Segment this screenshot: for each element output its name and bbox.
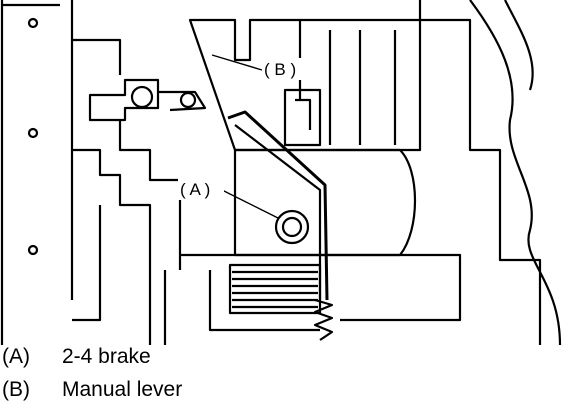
left-housing [0, 0, 74, 345]
right-housing [418, 0, 562, 345]
housing-hole [27, 244, 39, 256]
manual-valve-rod-inner [234, 124, 322, 300]
pivot-bolt [130, 85, 154, 109]
housing-hole [27, 127, 39, 139]
rod-spring [313, 298, 334, 341]
legend-text-b: Manual lever [62, 378, 183, 401]
manual-valve-rod [227, 110, 329, 301]
legend-text-a: 2-4 brake [62, 345, 151, 368]
inner-wall-left [72, 38, 152, 345]
brake-bolt-inner [281, 216, 303, 238]
callout-b: ( B ) [264, 60, 296, 79]
plate-detail [283, 88, 322, 147]
right-housing-2 [504, 0, 534, 91]
housing-hole [27, 17, 39, 29]
filter-fins [232, 270, 318, 309]
leader-b [211, 54, 263, 71]
lever-link [158, 90, 207, 112]
legend-key-a: (A) [2, 345, 30, 368]
legend-key-b: (B) [2, 378, 30, 401]
pivot-bracket [88, 78, 160, 122]
plate-ribs [298, 20, 397, 145]
legend-item-a: (A) 2-4 brake [2, 345, 151, 369]
brake-bolt-outer [274, 209, 310, 245]
transmission-valve-body-illustration: ( B ) ( A ) [0, 0, 562, 345]
leader-a [221, 189, 279, 219]
link-ring [179, 91, 197, 109]
callout-a: ( A ) [180, 180, 210, 199]
legend-item-b: (B) Manual lever [2, 378, 182, 402]
upper-plate [188, 18, 422, 152]
